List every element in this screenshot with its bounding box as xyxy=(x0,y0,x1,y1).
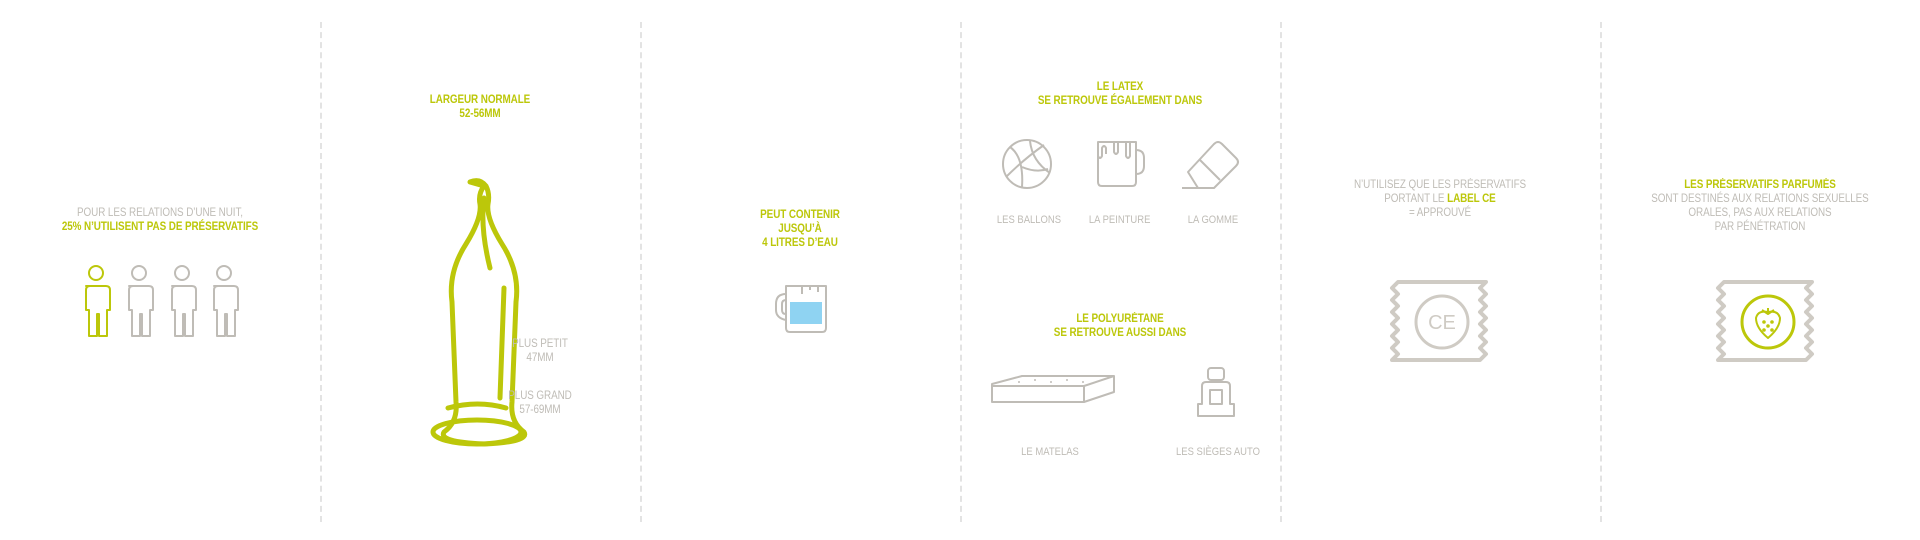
capacity-line2: JUSQU’À xyxy=(778,223,822,235)
smaller-line2: 47MM xyxy=(526,352,554,364)
latex-item-paint: LA PEINTURE xyxy=(1088,214,1151,226)
ce-line2-text: PORTANT LE xyxy=(1384,193,1448,205)
pu-title: LE POLYURÉTANE SE RETROUVE AUSSI DANS xyxy=(982,312,1257,340)
size-title: LARGEUR NORMALE 52-56MM xyxy=(342,93,617,121)
larger-line2: 57-69MM xyxy=(519,404,561,416)
divider xyxy=(1280,22,1282,522)
person-icon xyxy=(213,265,239,337)
ce-line3: = APPROUVÉ xyxy=(1408,207,1472,219)
pu-line2: SE RETROUVE AUSSI DANS xyxy=(1053,327,1187,339)
flavored-line3: ORALES, PAS AUX RELATIONS xyxy=(1688,207,1832,219)
ce-condom-packet-icon: CE xyxy=(1390,280,1488,362)
ce-label-highlight: LABEL CE xyxy=(1447,193,1496,205)
eraser-icon xyxy=(1182,141,1239,189)
smaller-size: PLUS PETIT 47MM xyxy=(488,337,591,365)
person-icon xyxy=(128,265,154,337)
size-title-line1: LARGEUR NORMALE xyxy=(429,94,531,106)
condom-icon xyxy=(430,178,528,447)
panel-one-night-stats: POUR LES RELATIONS D’UNE NUIT, 25% N’UTI… xyxy=(0,0,320,540)
panel-capacity: PEUT CONTENIR JUSQU’À 4 LITRES D’EAU xyxy=(640,0,960,540)
ce-line1: N’UTILISEZ QUE LES PRÉSERVATIFS xyxy=(1353,179,1527,191)
latex-line1: LE LATEX xyxy=(1096,81,1144,93)
smaller-line1: PLUS PETIT xyxy=(512,338,568,350)
larger-line1: PLUS GRAND xyxy=(508,390,572,402)
size-title-line2: 52-56MM xyxy=(459,108,501,120)
panel-condom-size: LARGEUR NORMALE 52-56MM PLUS PETIT 47MM … xyxy=(320,0,640,540)
water-jug-icon xyxy=(775,285,827,333)
paint-bucket-icon xyxy=(1097,141,1145,187)
capacity-line3: 4 LITRES D’EAU xyxy=(762,237,838,249)
latex-title: LE LATEX SE RETROUVE ÉGALEMENT DANS xyxy=(982,80,1257,108)
people-icons xyxy=(85,265,239,337)
person-icon-highlighted xyxy=(85,265,111,337)
divider xyxy=(320,22,322,522)
ce-line2: PORTANT LE LABEL CE xyxy=(1302,192,1577,206)
flavored-line2: SONT DESTINÉS AUX RELATIONS SEXUELLES xyxy=(1651,193,1869,205)
panel-ce-label: N’UTILISEZ QUE LES PRÉSERVATIFS PORTANT … xyxy=(1280,0,1600,540)
one-night-line2: 25% N’UTILISENT PAS DE PRÉSERVATIFS xyxy=(61,221,259,233)
mattress-icon xyxy=(991,375,1115,403)
capacity-line1: PEUT CONTENIR xyxy=(760,209,840,221)
one-night-line1: POUR LES RELATIONS D’UNE NUIT, xyxy=(77,207,243,219)
divider xyxy=(1600,22,1602,522)
ce-caption: N’UTILISEZ QUE LES PRÉSERVATIFS PORTANT … xyxy=(1302,178,1577,220)
pu-item-mattress: LE MATELAS xyxy=(1021,446,1079,458)
person-icon xyxy=(171,265,197,337)
larger-size: PLUS GRAND 57-69MM xyxy=(488,389,591,417)
flavored-packet-icon xyxy=(1716,280,1814,362)
flavored-line4: PAR PÉNÉTRATION xyxy=(1714,221,1806,233)
flavored-caption: LES PRÉSERVATIFS PARFUMÉS SONT DESTINÉS … xyxy=(1622,178,1897,234)
car-seat-icon xyxy=(1197,367,1235,417)
pu-line1: LE POLYURÉTANE xyxy=(1076,313,1164,325)
panel-materials: LE LATEX SE RETROUVE ÉGALEMENT DANS LES … xyxy=(960,0,1280,540)
divider xyxy=(960,22,962,522)
strawberry-icon xyxy=(1755,308,1781,339)
latex-item-balloons: LES BALLONS xyxy=(996,214,1062,226)
latex-line2: SE RETROUVE ÉGALEMENT DANS xyxy=(1037,95,1203,107)
capacity-caption: PEUT CONTENIR JUSQU’À 4 LITRES D’EAU xyxy=(662,208,937,250)
latex-item-eraser: LA GOMME xyxy=(1187,214,1239,226)
divider xyxy=(640,22,642,522)
pu-item-car-seats: LES SIÈGES AUTO xyxy=(1176,446,1260,458)
one-night-caption: POUR LES RELATIONS D’UNE NUIT, 25% N’UTI… xyxy=(22,206,297,234)
flavored-line1: LES PRÉSERVATIFS PARFUMÉS xyxy=(1684,179,1836,191)
ce-badge-text: CE xyxy=(1428,312,1456,334)
panel-flavored: LES PRÉSERVATIFS PARFUMÉS SONT DESTINÉS … xyxy=(1600,0,1920,540)
ball-icon xyxy=(1002,139,1052,189)
